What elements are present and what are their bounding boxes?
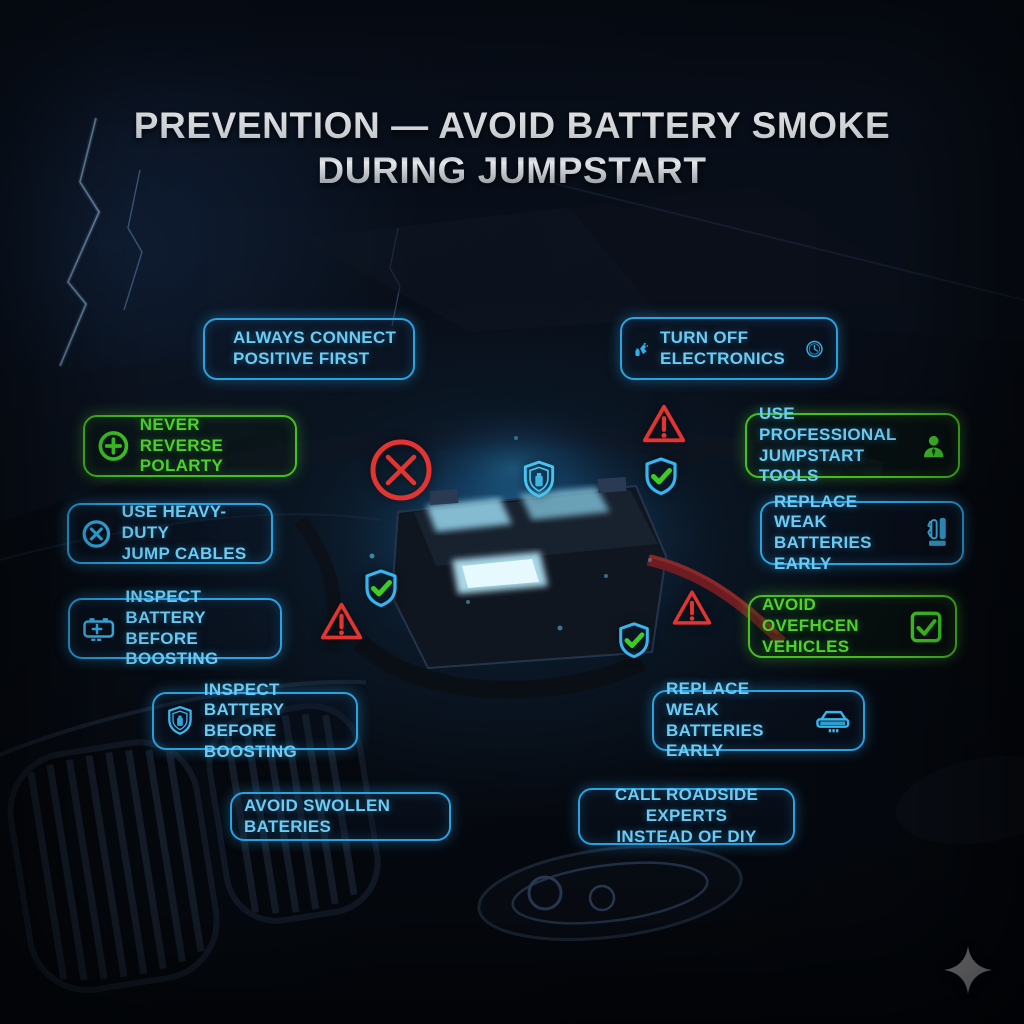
warning-triangle-icon-1 xyxy=(642,404,686,443)
warning-triangle-icon-2 xyxy=(320,602,363,640)
warning-triangle-icon-3 xyxy=(672,590,712,625)
technician-person-icon xyxy=(923,435,944,457)
clock-icon xyxy=(806,340,823,357)
jumper-clamps-icon xyxy=(927,517,946,546)
fender-shape xyxy=(0,360,262,522)
callout-avoid-swollen-batteries: AVOID SWOLLEN BATERIES xyxy=(230,792,451,841)
front-grille-graphic xyxy=(0,679,381,994)
battery-icon xyxy=(83,617,115,641)
headlight-graphic xyxy=(470,755,1024,944)
infographic-title-line-2: DURING JUMPSTART xyxy=(317,150,707,191)
circled-plus-icon xyxy=(98,431,129,461)
unplug-hand-icon xyxy=(635,342,649,356)
shield-battery-badge-icon xyxy=(523,460,555,498)
car-icon xyxy=(816,710,850,732)
prohibited-x-circle-icon xyxy=(370,439,432,501)
sparkle-watermark-icon xyxy=(944,946,992,994)
shield-check-icon-3 xyxy=(619,622,649,659)
circled-x-icon xyxy=(82,519,111,548)
shield-battery-icon xyxy=(168,705,192,735)
shield-check-icon-1 xyxy=(645,457,677,496)
infographic-title-line-1: PREVENTION — AVOID BATTERY SMOKE xyxy=(133,105,891,146)
checkbox-check-icon xyxy=(910,611,942,642)
shield-check-icon-2 xyxy=(365,569,397,608)
callout-text: AVOID SWOLLEN BATERIES xyxy=(244,795,391,836)
infographic-title: PREVENTION — AVOID BATTERY SMOKE DURING … xyxy=(0,103,1024,193)
car-battery-graphic xyxy=(294,398,786,699)
